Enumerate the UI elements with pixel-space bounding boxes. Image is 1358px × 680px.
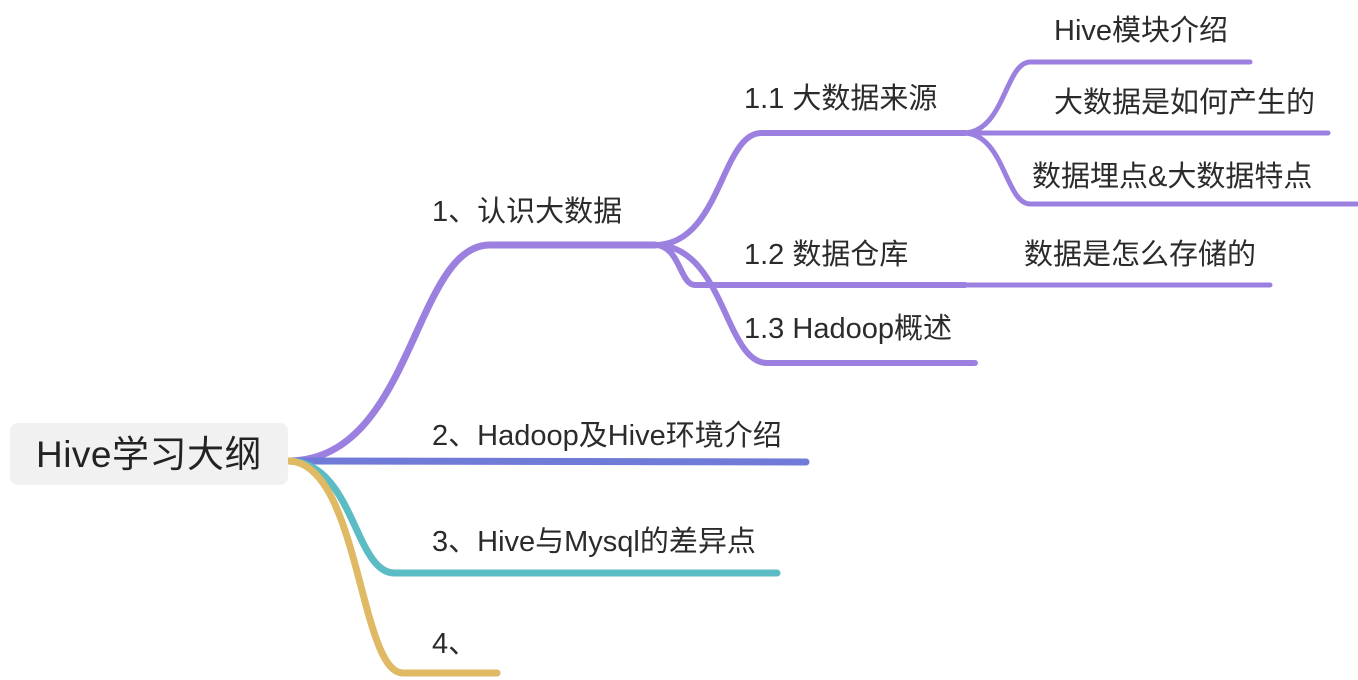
leaf-node-1-1-3[interactable]: 数据埋点&大数据特点 xyxy=(1032,163,1312,192)
branch-node-4-label: 4、 xyxy=(432,628,478,660)
edge-root-to-branch-1 xyxy=(284,241,659,465)
edge-branch-1-to-sub-1 xyxy=(652,130,968,248)
branch-node-3-label: 3、Hive与Mysql的差异点 xyxy=(432,526,756,558)
sub-node-1-1-label: 1.1 大数据来源 xyxy=(744,83,938,115)
sub-node-1-2-label: 1.2 数据仓库 xyxy=(744,239,909,271)
leaf-node-1-2-1[interactable]: 数据是怎么存储的 xyxy=(1024,241,1256,270)
edge-sub-1-1-to-leaf-3 xyxy=(960,130,1358,207)
sub-node-1-3-label: 1.3 Hadoop概述 xyxy=(744,313,952,345)
leaf-node-1-1-2-label: 大数据是如何产生的 xyxy=(1054,87,1316,119)
root-node[interactable]: Hive学习大纲 xyxy=(10,423,288,485)
branch-node-2-label: 2、Hadoop及Hive环境介绍 xyxy=(432,420,782,452)
edge-sub-1-1-to-leaf-1 xyxy=(960,59,1253,136)
leaf-node-1-1-3-label: 数据埋点&大数据特点 xyxy=(1032,161,1313,193)
leaf-node-1-1-1-label: Hive模块介绍 xyxy=(1054,15,1229,47)
branch-node-3[interactable]: 3、Hive与Mysql的差异点 xyxy=(432,528,756,557)
branch-node-4[interactable]: 4、 xyxy=(432,630,477,659)
branch-node-1-label: 1、认识大数据 xyxy=(432,196,623,228)
sub-node-1-1[interactable]: 1.1 大数据来源 xyxy=(744,85,937,114)
root-node-label: Hive学习大纲 xyxy=(35,433,263,475)
edge-branch-1-to-sub-3 xyxy=(652,242,978,366)
branch-node-2[interactable]: 2、Hadoop及Hive环境介绍 xyxy=(432,422,782,451)
leaf-node-1-1-2[interactable]: 大数据是如何产生的 xyxy=(1054,89,1315,118)
leaf-node-1-2-1-label: 数据是怎么存储的 xyxy=(1024,239,1257,271)
edge-root-to-branch-2 xyxy=(284,457,810,466)
edge-root-to-branch-4 xyxy=(284,457,501,677)
leaf-node-1-1-1[interactable]: Hive模块介绍 xyxy=(1054,17,1228,46)
sub-node-1-3[interactable]: 1.3 Hadoop概述 xyxy=(744,315,952,344)
branch-node-1[interactable]: 1、认识大数据 xyxy=(432,198,622,227)
sub-node-1-2[interactable]: 1.2 数据仓库 xyxy=(744,241,908,270)
